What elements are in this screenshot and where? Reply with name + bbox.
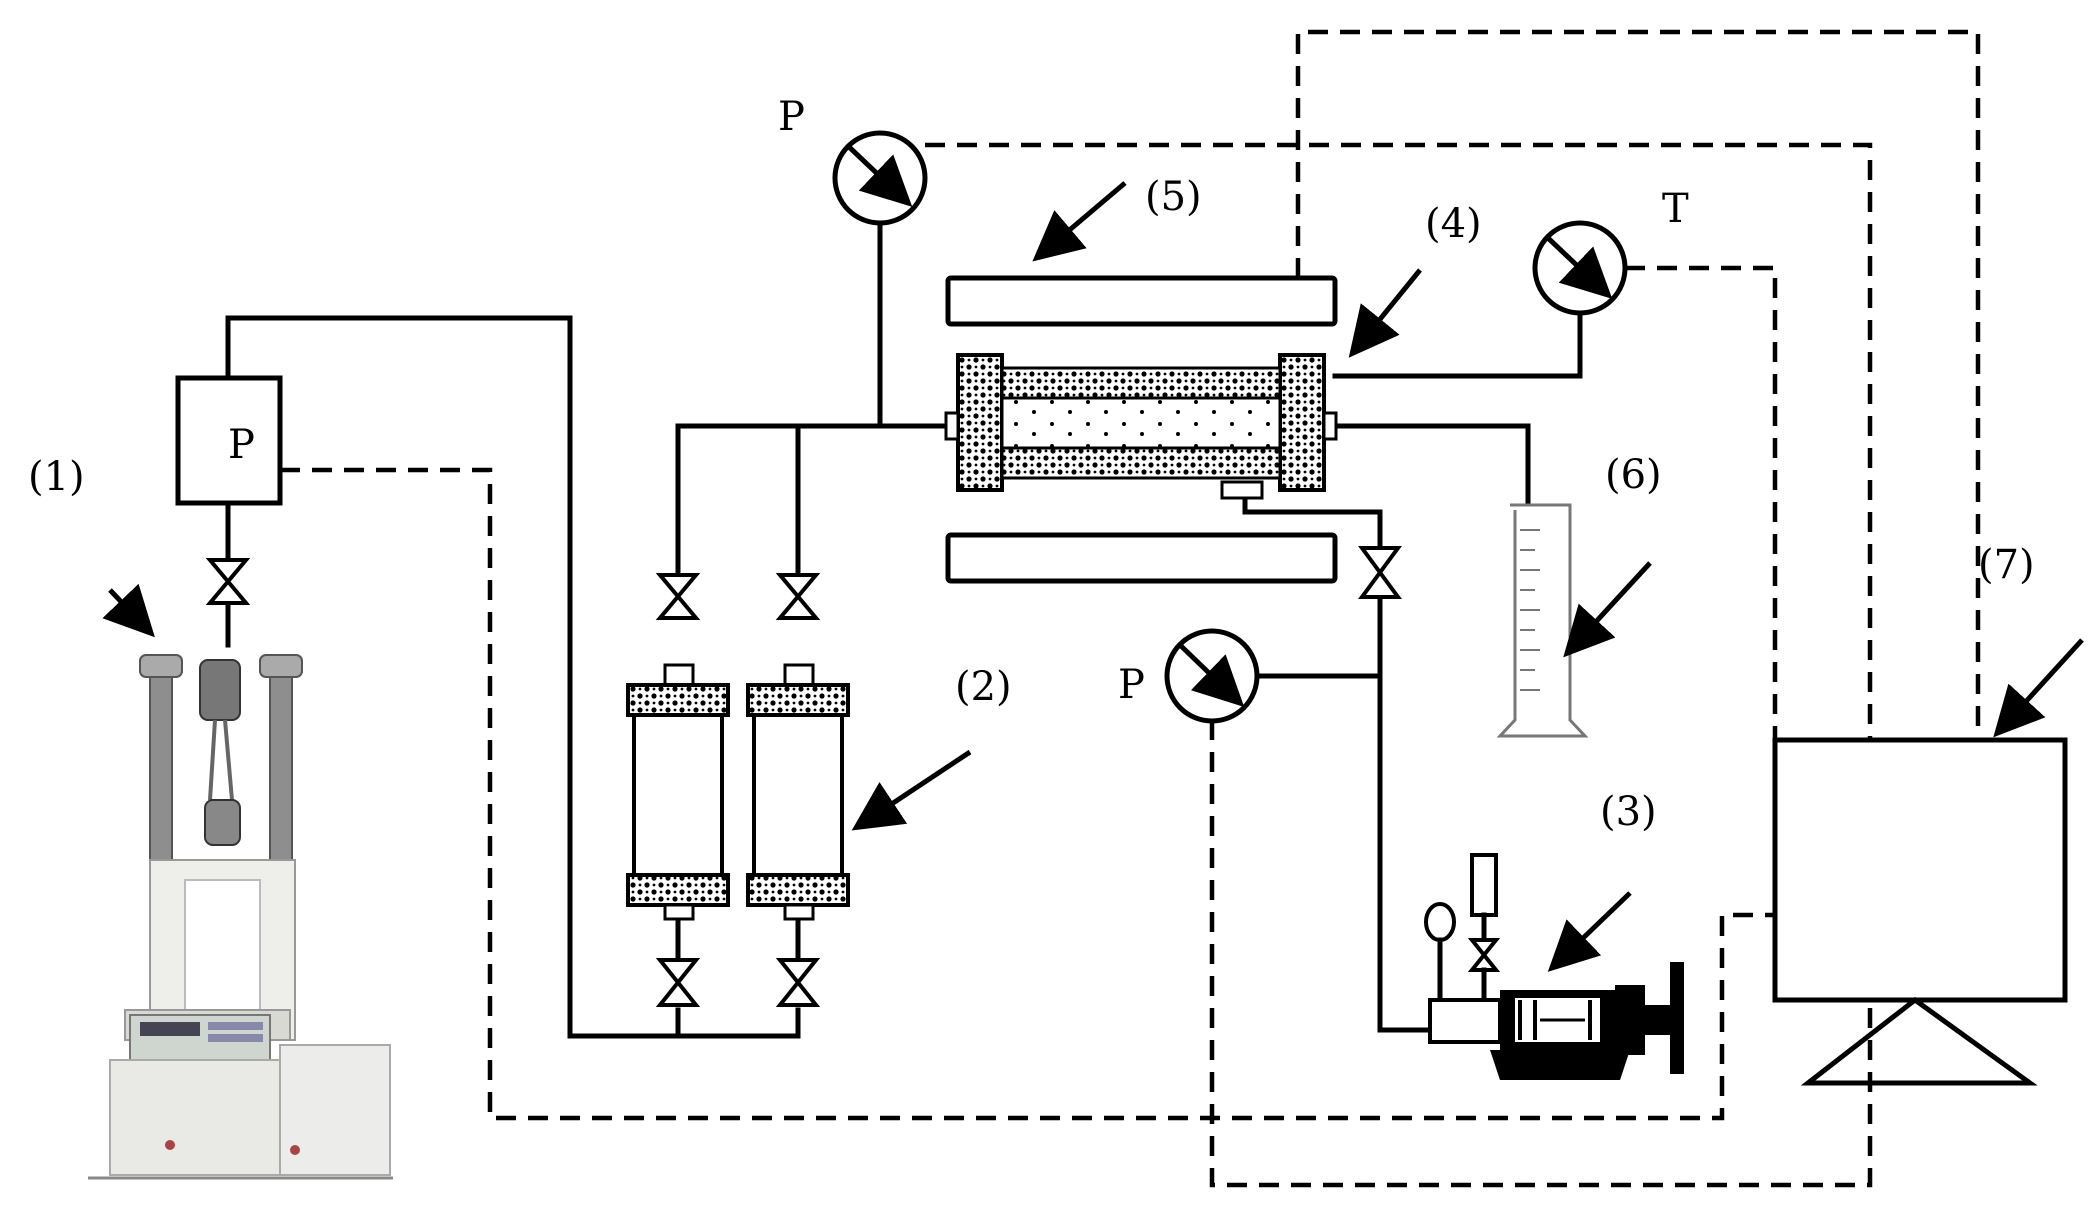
valve-acc-2-top [775,573,821,620]
arrow-1 [102,583,155,638]
label-1: (1) [28,454,85,500]
signal-lines [280,29,1981,1188]
label-5: (5) [1145,174,1202,220]
label-7: (7) [1978,542,2035,588]
heater-plate-bottom [945,532,1338,584]
accumulator-1 [626,663,730,921]
label-p-mid: P [1118,662,1145,708]
arrow-3 [1547,891,1632,972]
valve-outlet [1358,546,1402,599]
valve-acc-2-bottom [775,958,821,1007]
arrow-6 [1563,561,1652,658]
valve-pump-outlet [205,505,251,648]
core-holder [944,353,1338,500]
arrow-4 [1348,268,1422,358]
arrow-2 [851,749,972,831]
label-6: (6) [1605,452,1662,498]
label-2: (2) [955,664,1012,710]
valve-acc-1-top [655,573,701,620]
measuring-cylinder [1496,503,1589,738]
heater-plate-top [945,275,1338,327]
pump-device-1 [88,650,393,1180]
label-p-top: P [778,94,805,140]
arrow-5 [1032,181,1127,262]
hand-pump [1424,853,1684,1080]
valve-acc-1-bottom [655,958,701,1007]
computer-monitor [1772,737,2068,1086]
pressure-gauge-middle [1164,628,1260,724]
pressure-gauge-top [832,130,928,226]
piping-solid [225,222,1583,1039]
accumulator-2 [746,663,850,921]
label-t: T [1662,186,1689,232]
temperature-gauge [1532,220,1628,316]
label-4: (4) [1425,201,1482,247]
label-p-box: P [228,422,255,468]
arrow-7 [1993,638,2084,738]
label-3: (3) [1600,789,1657,835]
